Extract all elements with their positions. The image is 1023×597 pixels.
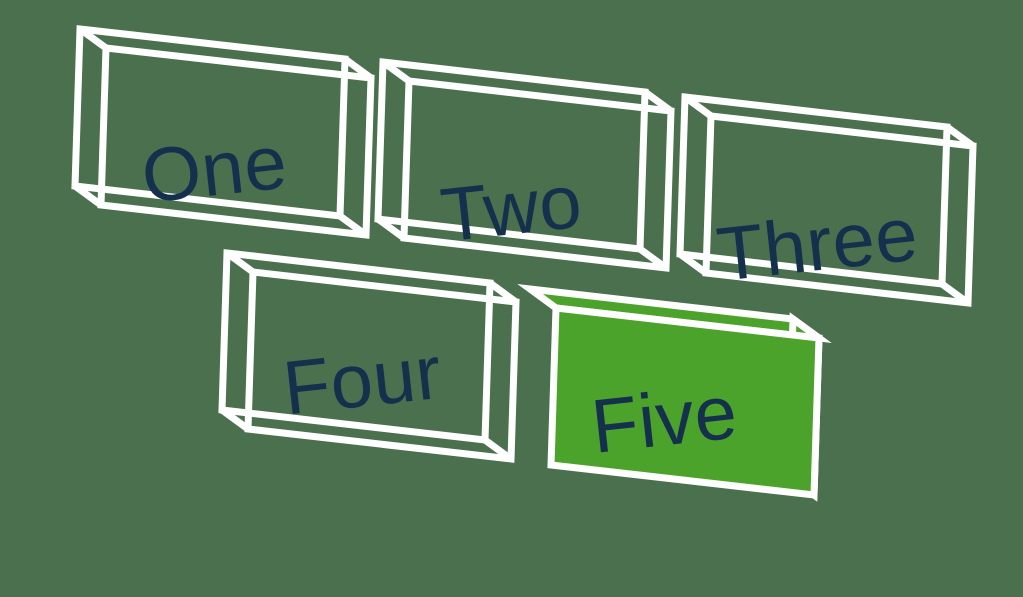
- box-depth-edge: [677, 251, 709, 276]
- box-depth-edge: [72, 183, 104, 208]
- box-five[interactable]: Five: [517, 284, 832, 502]
- box-depth-edge: [224, 250, 256, 275]
- box-label: Four: [279, 330, 446, 432]
- box-two[interactable]: Two: [374, 58, 675, 272]
- box-front-face: [97, 44, 375, 239]
- box-label: Two: [437, 159, 586, 259]
- box-front-face: [547, 304, 823, 499]
- box-four[interactable]: Four: [218, 249, 520, 463]
- box-depth-edge: [682, 94, 714, 119]
- box-depth-edge: [219, 407, 251, 432]
- box-depth-edge: [380, 59, 412, 84]
- box-label: Five: [587, 369, 741, 469]
- box-three[interactable]: Three: [676, 93, 977, 307]
- box-depth-edge: [375, 216, 407, 241]
- box-front-face: [702, 112, 977, 307]
- box-label: One: [138, 120, 291, 220]
- box-front-face: [244, 268, 520, 463]
- box-one[interactable]: One: [71, 25, 375, 239]
- box-front-face: [400, 77, 675, 272]
- box-depth-edge: [77, 26, 109, 51]
